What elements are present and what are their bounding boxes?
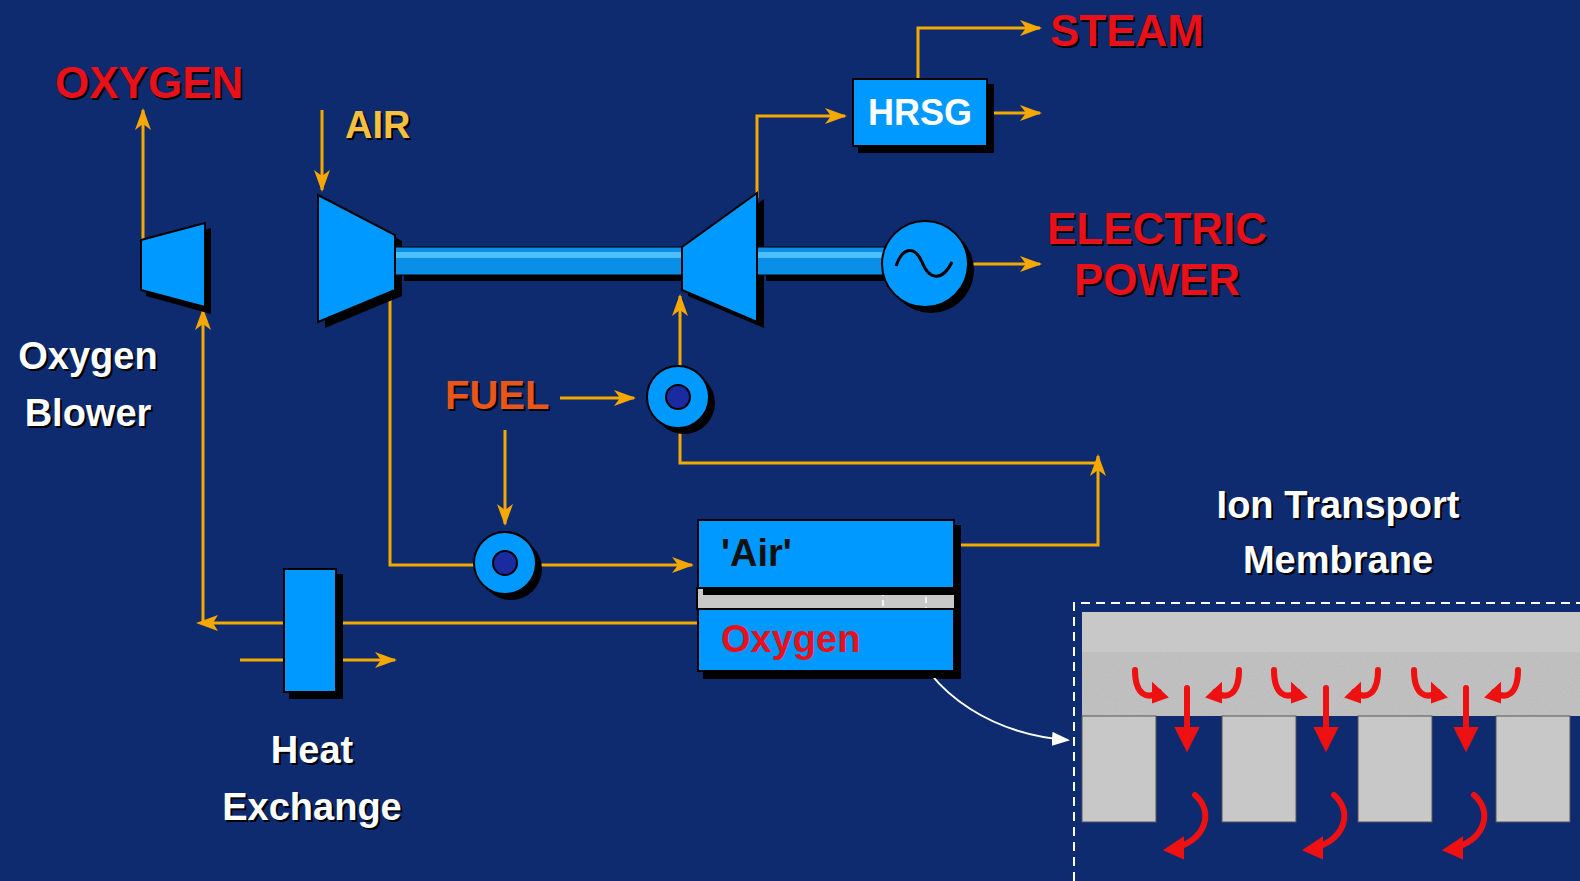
ion-arrow	[1173, 795, 1205, 848]
fuel-label: FUEL	[445, 372, 560, 418]
support-pillar	[1358, 716, 1432, 822]
ion-arrowhead	[1176, 728, 1198, 750]
depleted-air-line	[680, 428, 1098, 463]
product-label: ELECTRIC POWER	[1022, 204, 1292, 305]
ion-arrowhead	[1153, 684, 1167, 702]
ion-arrow	[1452, 795, 1484, 848]
generator	[882, 221, 968, 307]
ion-arrow	[1312, 795, 1344, 848]
air-inlet	[321, 110, 324, 190]
blower-body	[141, 223, 205, 307]
combustor	[474, 532, 536, 594]
turbine	[682, 193, 757, 322]
depleted-air-line	[957, 456, 1098, 545]
combustor-to-membrane	[536, 564, 692, 567]
fuel-line	[560, 397, 634, 400]
ion-arrowhead	[1304, 838, 1322, 858]
node-text: HRSG	[868, 90, 972, 135]
shaft	[395, 247, 685, 275]
oxygen-ion-arrows	[1135, 670, 1518, 858]
oxygen-line	[337, 622, 697, 625]
node-text: 'Air'	[721, 530, 792, 578]
ion-arrowhead	[1165, 838, 1183, 858]
combustor-core	[493, 551, 517, 575]
node-text: Oxygen	[721, 616, 860, 664]
fuel-line	[504, 430, 507, 524]
compressor	[318, 195, 395, 322]
inset-title: Ion Transport Membrane	[1183, 478, 1493, 588]
oxygen-blower: Oxygen Blower	[140, 222, 206, 308]
inlet-label: AIR	[345, 104, 465, 148]
ion-arrowhead	[1292, 684, 1306, 702]
inset-frame	[1074, 603, 1580, 881]
support-pillars	[1082, 716, 1570, 822]
combustor-to-turbine	[679, 296, 682, 366]
combustor	[647, 366, 709, 428]
node-label: Oxygen Blower	[3, 328, 173, 442]
ion-arrowhead	[1207, 684, 1221, 702]
heat-exchanger: Heat Exchange	[283, 568, 337, 693]
power-line	[972, 263, 1040, 266]
ion-arrowhead	[1432, 684, 1446, 702]
node-label: Heat Exchange	[202, 722, 422, 836]
generator-symbol	[896, 250, 952, 276]
ion-arrowhead	[1444, 838, 1462, 858]
support-pillar	[1082, 716, 1156, 822]
stack-line	[990, 112, 1040, 115]
air-compartment: 'Air'	[697, 519, 955, 589]
membrane-layer	[697, 588, 955, 609]
turbine-exhaust	[757, 116, 845, 198]
ion-arrowhead	[1346, 684, 1360, 702]
ion-arrowhead	[1455, 728, 1477, 750]
porous-layer	[1082, 652, 1580, 716]
hrsg-box: HRSG	[852, 78, 988, 147]
product-label: STEAM	[1050, 6, 1270, 57]
oxygen-outlet	[142, 110, 145, 240]
shaft-highlight	[395, 252, 685, 258]
combustor-core	[666, 385, 690, 409]
steam-line	[918, 28, 1040, 78]
shaft-highlight	[757, 252, 885, 258]
oxygen-compartment: Oxygen	[697, 608, 955, 672]
blower-shape	[140, 222, 214, 316]
compressor-outlet	[390, 292, 474, 565]
process-lines	[143, 28, 1098, 660]
shadows	[325, 199, 974, 600]
shaft	[757, 247, 885, 275]
dense-layer	[1082, 612, 1580, 652]
ion-arrowhead	[1315, 728, 1337, 750]
membrane-inset	[1074, 603, 1580, 881]
support-pillar	[1496, 716, 1570, 822]
oxygen-line	[203, 310, 283, 623]
ion-arrowhead	[1486, 684, 1500, 702]
product-label: OXYGEN	[55, 58, 275, 109]
porous-texture	[1082, 652, 1580, 716]
support-pillar	[1222, 716, 1296, 822]
